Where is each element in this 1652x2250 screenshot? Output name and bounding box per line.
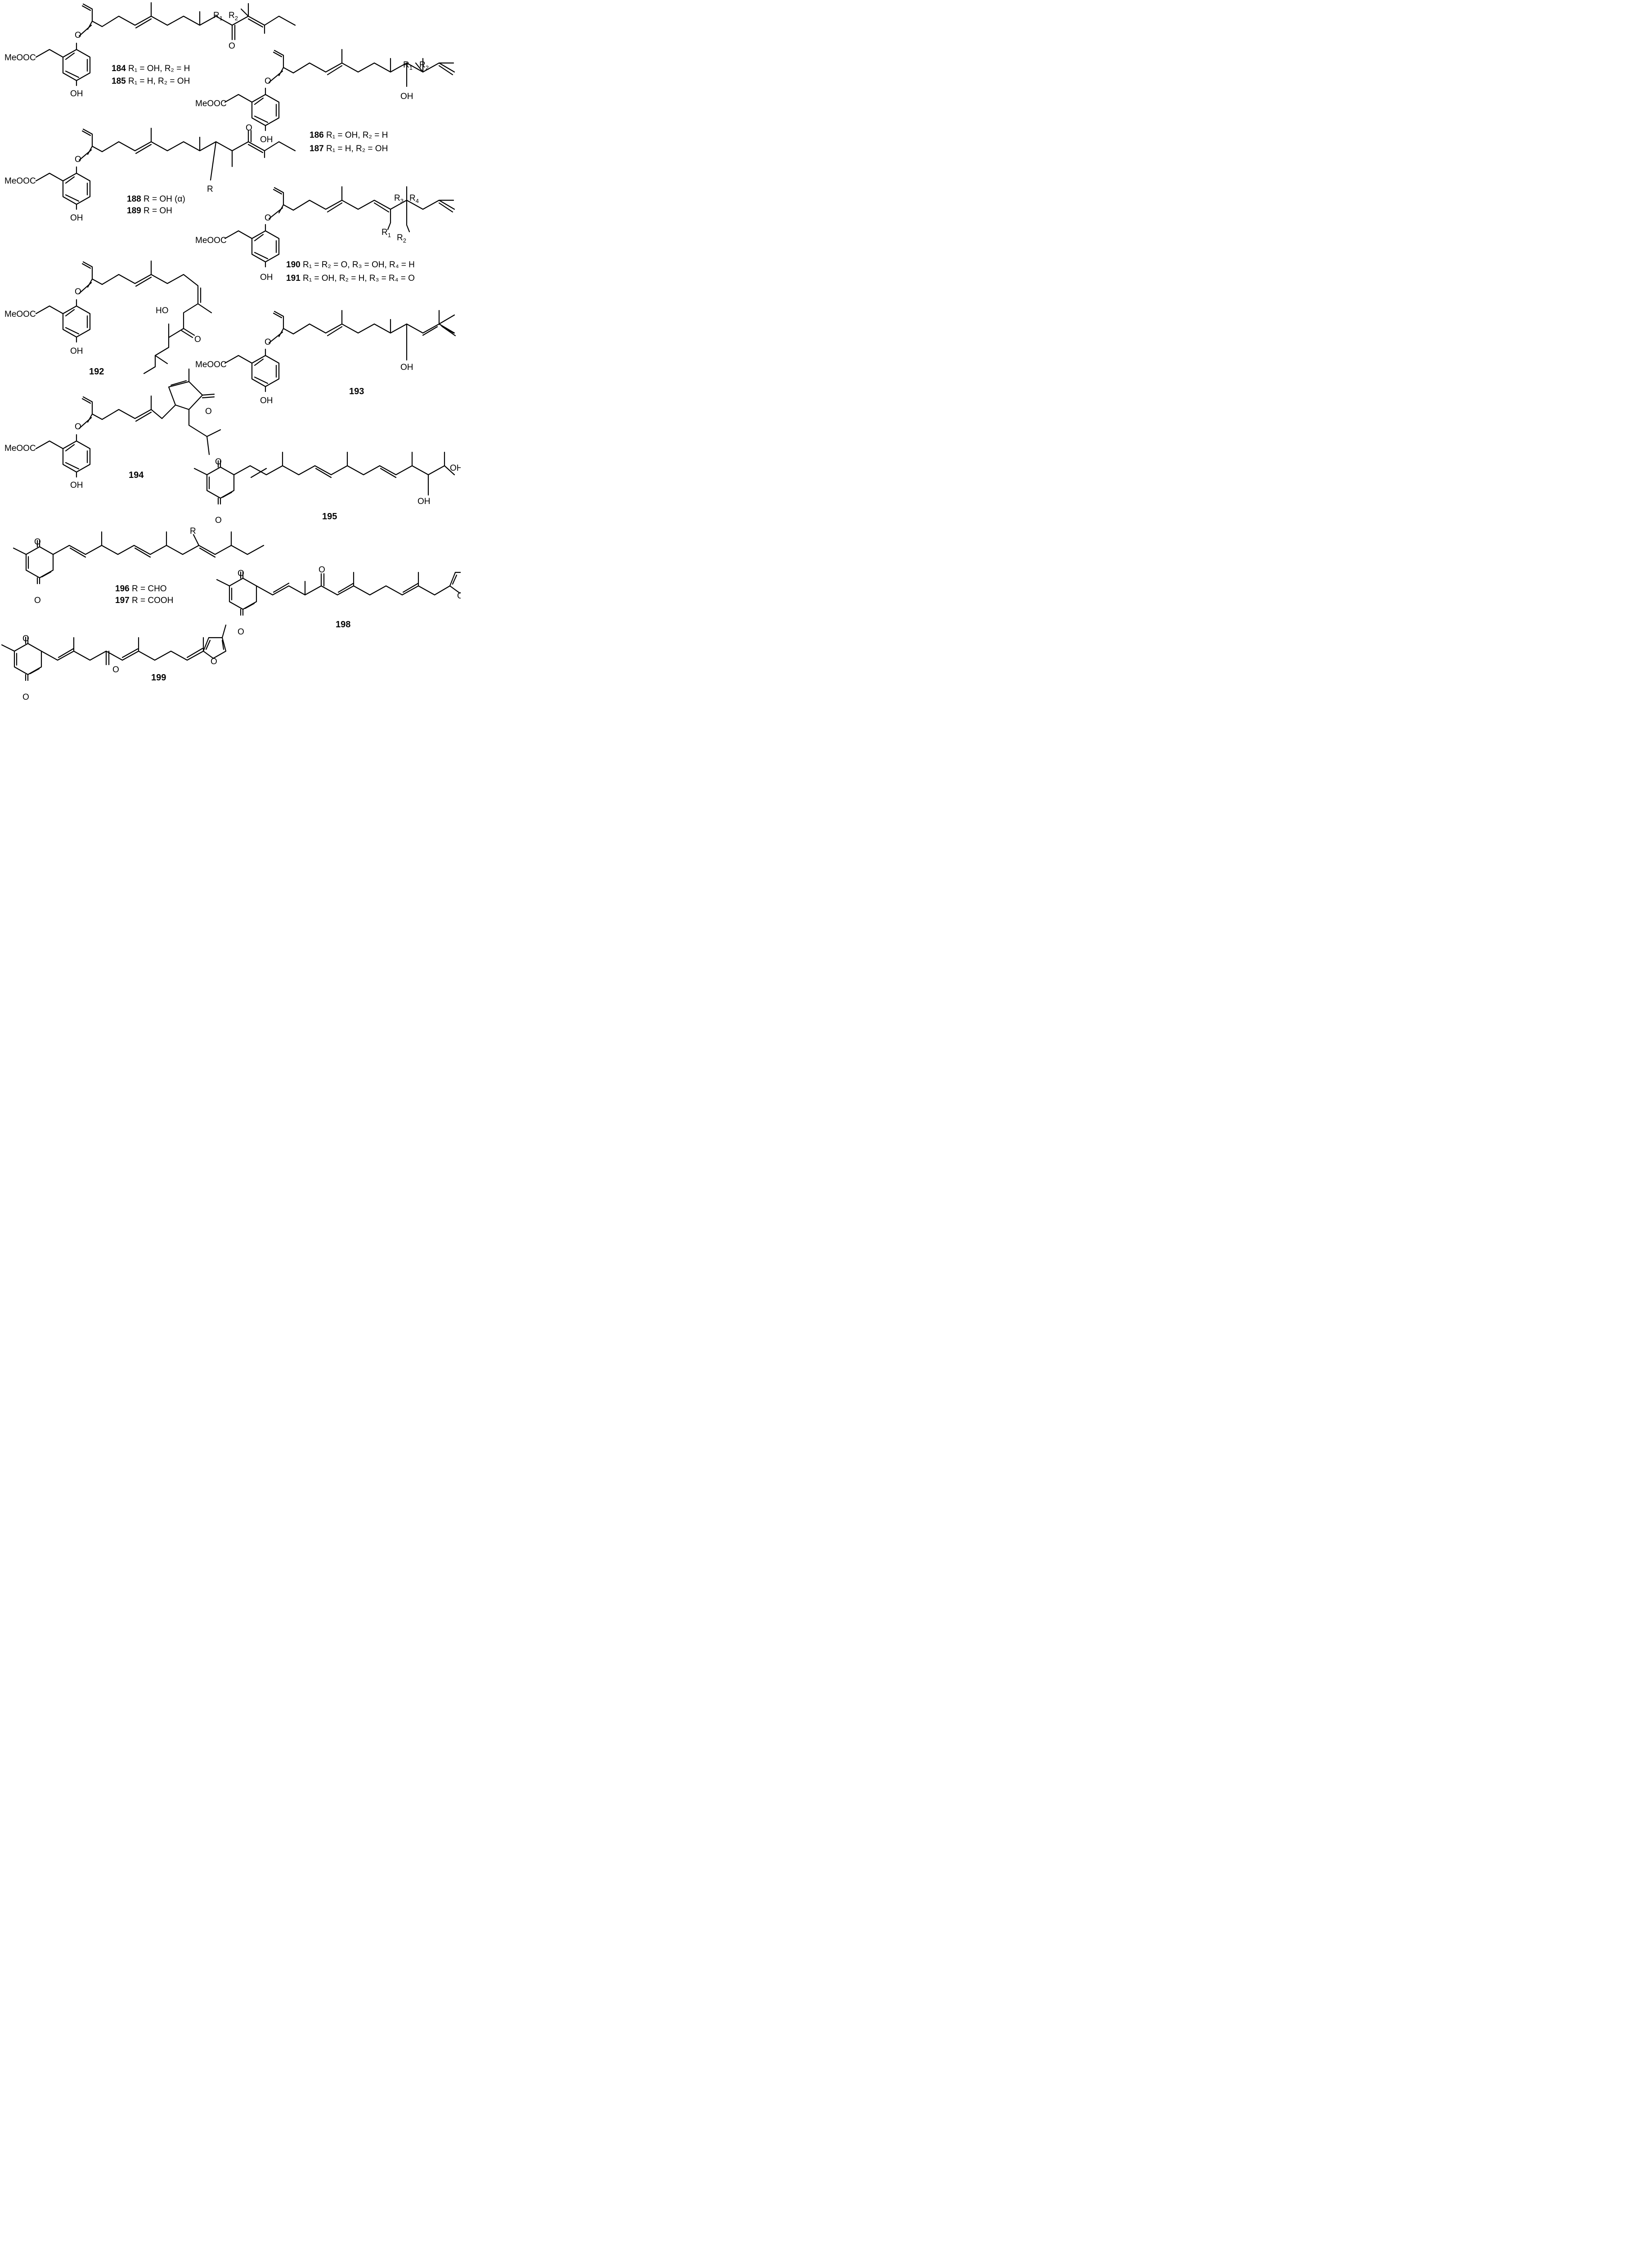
- caption-190: 190 R₁ = R₂ = O, R₃ = OH, R₄ = H: [286, 260, 415, 270]
- caption-197: 197 R = COOH: [115, 596, 173, 605]
- hydroxyl-label: OH: [260, 135, 273, 144]
- structure-192: [35, 260, 212, 374]
- r2-label: R2: [419, 60, 429, 71]
- r-label: R: [207, 184, 213, 194]
- ether-oxygen-label: O: [75, 422, 81, 432]
- ketone-oxygen-label: O: [319, 565, 325, 575]
- ester-label: MeOOC: [4, 444, 36, 453]
- hydroxyl-label: OH: [400, 92, 413, 101]
- r4-label: R4: [409, 194, 419, 204]
- caption-187: 187 R₁ = H, R₂ = OH: [310, 144, 388, 153]
- ether-oxygen-label: O: [265, 338, 271, 347]
- structure-188-189: [35, 127, 296, 210]
- furan-oxygen-label: O: [457, 591, 461, 601]
- hydroxyl-label: OH: [70, 213, 83, 223]
- ketone-oxygen-label: O: [246, 123, 252, 133]
- quinone-oxygen-label: O: [238, 627, 244, 637]
- compound-194-number: 194: [129, 470, 144, 480]
- hydroxyl-label: OH: [70, 89, 83, 99]
- compound-193-number: 193: [349, 387, 364, 396]
- structure-196-197: [13, 531, 265, 585]
- ether-oxygen-label: O: [265, 213, 271, 223]
- r1-label: R1: [382, 228, 391, 238]
- structure-190-191: [224, 186, 455, 268]
- structure-194: [35, 368, 221, 478]
- quinone-oxygen-label: O: [34, 537, 41, 547]
- hydroxyl-label: OH: [70, 481, 83, 490]
- furan-oxygen-label: O: [211, 657, 217, 666]
- compound-198-number: 198: [336, 620, 350, 630]
- ether-oxygen-label: O: [75, 155, 81, 164]
- quinone-oxygen-label: O: [22, 693, 29, 702]
- ester-label: MeOOC: [4, 176, 36, 186]
- hydroxyl-label: OH: [400, 363, 413, 372]
- quinone-oxygen-label: O: [22, 634, 29, 644]
- ketone-oxygen-label: O: [194, 335, 201, 344]
- hydroxyl-label: OH: [450, 464, 461, 473]
- ether-oxygen-label: O: [75, 287, 81, 297]
- hydroxyl-label: OH: [260, 273, 273, 282]
- hydroxyl-label: HO: [156, 306, 169, 315]
- quinone-oxygen-label: O: [34, 596, 41, 605]
- caption-184: 184 R₁ = OH, R₂ = H: [112, 64, 190, 73]
- ketone-oxygen-label: O: [205, 407, 212, 416]
- ester-label: MeOOC: [4, 310, 36, 319]
- quinone-oxygen-label: O: [238, 569, 244, 578]
- ether-oxygen-label: O: [265, 76, 271, 86]
- structure-195: [193, 451, 455, 505]
- compound-195-number: 195: [322, 512, 337, 522]
- compound-scheme: O MeOOC OH O R1 R2 184 R₁ = OH, R₂ = H 1…: [1, 2, 461, 702]
- r2-label: R2: [397, 233, 406, 244]
- ether-oxygen-label: O: [75, 31, 81, 40]
- r-label: R: [190, 526, 196, 536]
- caption-188: 188 R = OH (α): [127, 194, 185, 204]
- ester-label: MeOOC: [4, 53, 36, 63]
- hydroxyl-label: OH: [417, 497, 431, 506]
- hydroxyl-label: OH: [260, 396, 273, 405]
- compound-192-number: 192: [89, 367, 104, 377]
- structure-199: [1, 624, 227, 681]
- ketone-oxygen-label: O: [112, 665, 119, 675]
- hydroxyl-label: OH: [70, 346, 83, 356]
- structure-186-187: [224, 49, 455, 131]
- structure-184-185: [35, 2, 296, 86]
- quinone-oxygen-label: O: [215, 457, 222, 467]
- caption-196: 196 R = CHO: [115, 584, 167, 594]
- structure-198: [216, 559, 461, 616]
- caption-185: 185 R₁ = H, R₂ = OH: [112, 76, 190, 86]
- compound-199-number: 199: [151, 673, 166, 683]
- caption-189: 189 R = OH: [127, 206, 172, 216]
- r1-label: R1: [213, 11, 223, 22]
- ketone-oxygen-label: O: [229, 41, 235, 51]
- ester-label: MeOOC: [195, 236, 227, 245]
- caption-186: 186 R₁ = OH, R₂ = H: [310, 130, 388, 140]
- structure-193: [224, 310, 456, 392]
- r1-label: R1: [403, 60, 413, 71]
- ester-label: MeOOC: [195, 360, 227, 369]
- quinone-oxygen-label: O: [215, 516, 222, 525]
- caption-191: 191 R₁ = OH, R₂ = H, R₃ = R₄ = O: [286, 274, 415, 283]
- ester-label: MeOOC: [195, 99, 227, 108]
- r3-label: R3: [394, 194, 404, 204]
- r2-label: R2: [229, 11, 238, 22]
